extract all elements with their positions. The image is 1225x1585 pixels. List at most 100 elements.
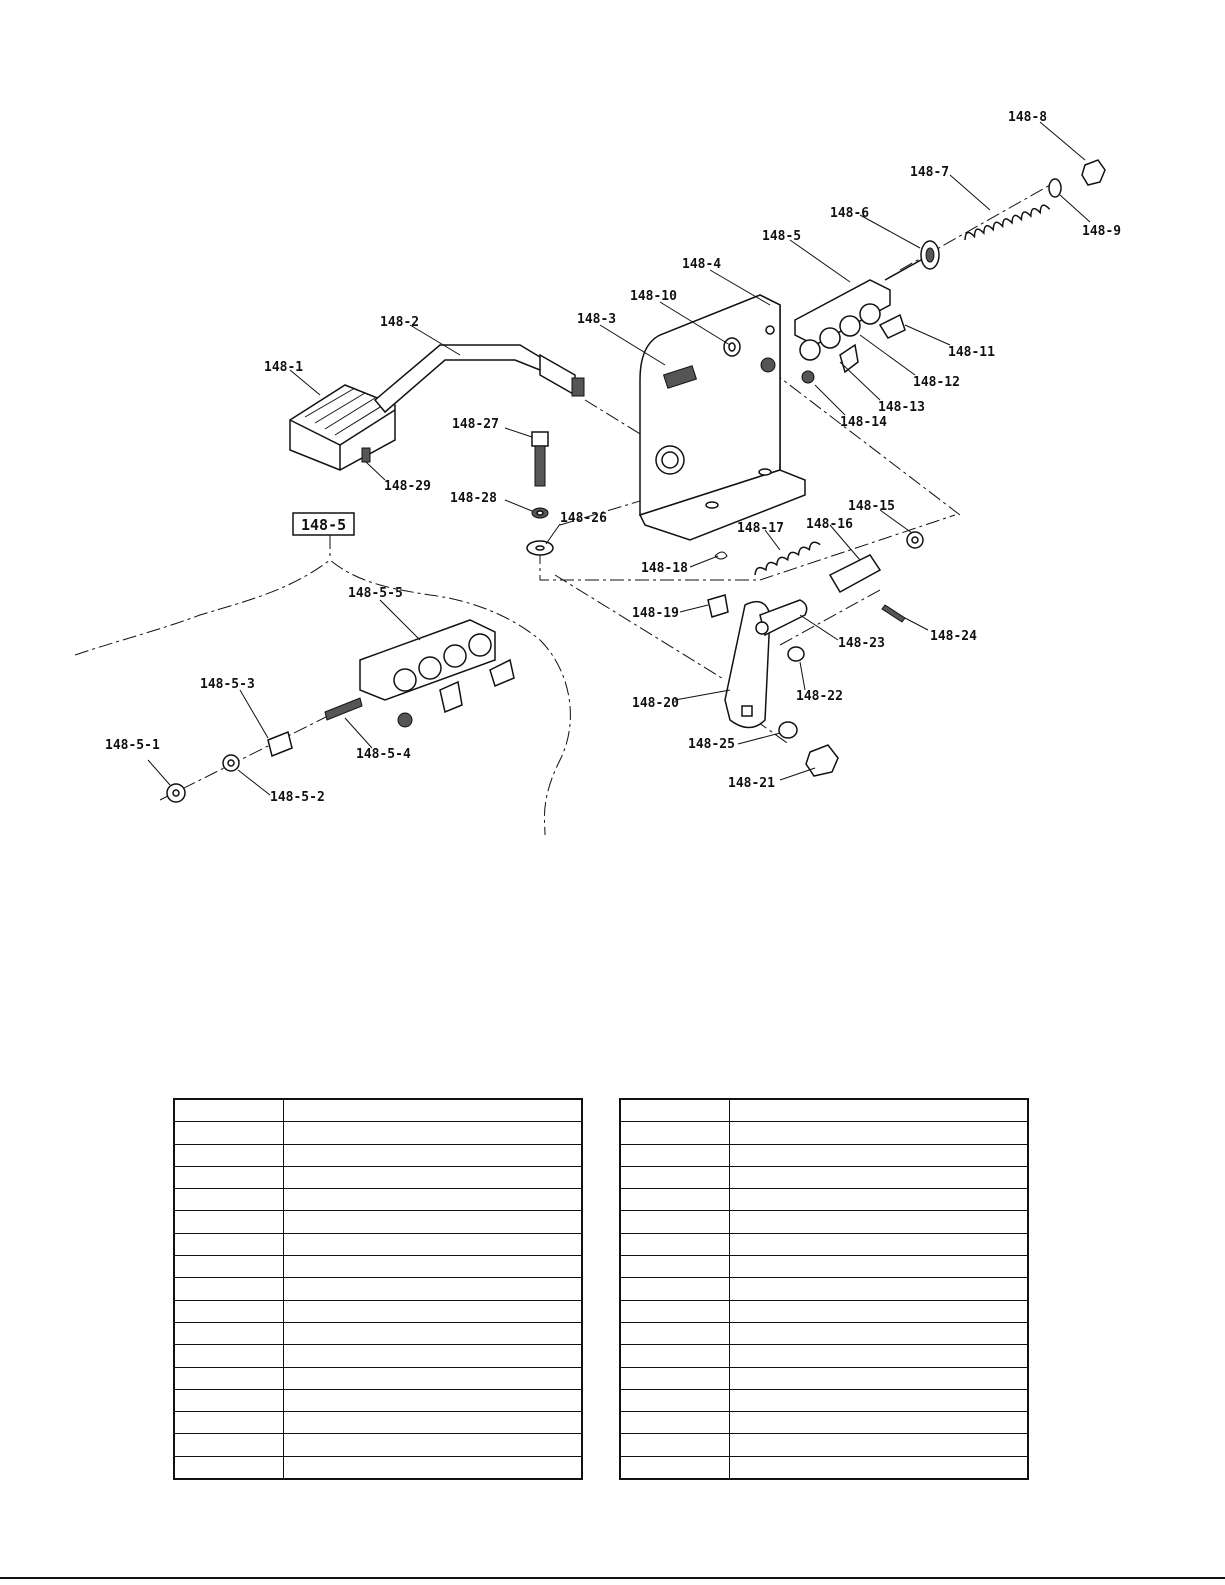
table-row <box>173 1455 583 1480</box>
description-cell <box>283 1188 583 1212</box>
table-row <box>619 1411 1029 1435</box>
callout-148-15: 148-15 <box>848 499 895 514</box>
part-number-cell <box>173 1098 284 1123</box>
description-cell <box>729 1098 1029 1123</box>
table-row <box>619 1232 1029 1257</box>
table-row <box>619 1366 1029 1390</box>
callout-148-10: 148-10 <box>630 289 677 304</box>
part-number-cell <box>173 1388 284 1413</box>
part-number-cell <box>619 1165 730 1190</box>
callout-148-23: 148-23 <box>838 636 885 651</box>
part-number-cell <box>619 1299 730 1323</box>
part-number-cell <box>173 1210 284 1234</box>
callout-148-5-3: 148-5-3 <box>200 677 255 692</box>
callout-148-17: 148-17 <box>737 521 784 536</box>
callout-148-5: 148-5 <box>762 229 801 244</box>
callout-148-27: 148-27 <box>452 417 499 432</box>
callout-148-12: 148-12 <box>913 375 960 390</box>
description-cell <box>283 1344 583 1368</box>
table-row <box>619 1165 1029 1190</box>
table-row <box>173 1344 583 1368</box>
table-row <box>619 1277 1029 1301</box>
bolt-part <box>662 365 698 389</box>
part-number-cell <box>173 1366 284 1390</box>
roller-parts <box>828 531 924 623</box>
table-row <box>173 1255 583 1279</box>
table-row <box>619 1344 1029 1368</box>
bracket-part <box>638 294 806 541</box>
washer-part <box>723 337 741 357</box>
table-row <box>619 1188 1029 1212</box>
valve-manifold-part <box>794 279 906 384</box>
description-cell <box>283 1411 583 1435</box>
exploded-parts-diagram: 148-1 148-2 148-3 148-4 148-5 148-6 148-… <box>74 110 1121 836</box>
part-number-cell <box>619 1255 730 1279</box>
part-number-cell <box>173 1455 284 1480</box>
description-cell <box>283 1277 583 1301</box>
parts-table-right <box>619 1098 1029 1481</box>
pedal-lever-part <box>373 344 585 414</box>
part-number-cell <box>619 1098 730 1123</box>
callout-148-26: 148-26 <box>560 511 607 526</box>
part-number-cell <box>173 1277 284 1301</box>
table-row <box>619 1121 1029 1145</box>
part-number-cell <box>173 1188 284 1212</box>
table-row <box>619 1433 1029 1457</box>
part-number-cell <box>619 1188 730 1212</box>
part-number-cell <box>619 1232 730 1257</box>
table-row <box>619 1143 1029 1167</box>
callout-148-4: 148-4 <box>682 257 721 272</box>
description-cell <box>729 1433 1029 1457</box>
table-row <box>619 1388 1029 1413</box>
description-cell <box>729 1255 1029 1279</box>
table-row <box>173 1366 583 1390</box>
callout-148-25: 148-25 <box>688 737 735 752</box>
part-number-cell <box>619 1344 730 1368</box>
callout-148-18: 148-18 <box>641 561 688 576</box>
subassembly-label-box: 148-5 <box>292 512 355 536</box>
table-row <box>619 1098 1029 1123</box>
callout-148-21: 148-21 <box>728 776 775 791</box>
lower-spring-parts <box>707 541 821 618</box>
callout-148-13: 148-13 <box>878 400 925 415</box>
description-cell <box>283 1232 583 1257</box>
table-row <box>173 1411 583 1435</box>
parts-table-left <box>173 1098 583 1481</box>
part-number-cell <box>619 1411 730 1435</box>
callout-148-5-4: 148-5-4 <box>356 747 411 762</box>
part-number-cell <box>619 1388 730 1413</box>
subassembly-label: 148-5 <box>301 516 346 534</box>
callout-148-29: 148-29 <box>384 479 431 494</box>
description-cell <box>283 1098 583 1123</box>
subassembly-manifold-part <box>166 619 515 803</box>
table-row <box>173 1277 583 1301</box>
washer-nut-parts <box>1048 159 1106 198</box>
part-number-cell <box>173 1433 284 1457</box>
callout-148-5-1: 148-5-1 <box>105 738 160 753</box>
table-row <box>619 1210 1029 1234</box>
part-number-cell <box>619 1455 730 1480</box>
description-cell <box>729 1366 1029 1390</box>
description-cell <box>283 1388 583 1413</box>
part-number-cell <box>173 1411 284 1435</box>
part-number-cell <box>619 1277 730 1301</box>
table-row <box>619 1455 1029 1480</box>
callout-148-19: 148-19 <box>632 606 679 621</box>
lever-arm-parts <box>724 599 839 777</box>
part-number-cell <box>619 1366 730 1390</box>
callout-148-5-5: 148-5-5 <box>348 586 403 601</box>
description-cell <box>283 1121 583 1145</box>
callout-148-7: 148-7 <box>910 165 949 180</box>
pedal-part <box>289 384 396 471</box>
callout-148-6: 148-6 <box>830 206 869 221</box>
spring-part <box>964 204 1051 241</box>
table-row <box>173 1388 583 1413</box>
table-row <box>173 1098 583 1123</box>
callout-148-3: 148-3 <box>577 312 616 327</box>
table-row <box>619 1299 1029 1323</box>
description-cell <box>283 1143 583 1167</box>
description-cell <box>283 1366 583 1390</box>
callout-148-5-2: 148-5-2 <box>270 790 325 805</box>
part-number-cell <box>173 1143 284 1167</box>
part-number-cell <box>173 1232 284 1257</box>
